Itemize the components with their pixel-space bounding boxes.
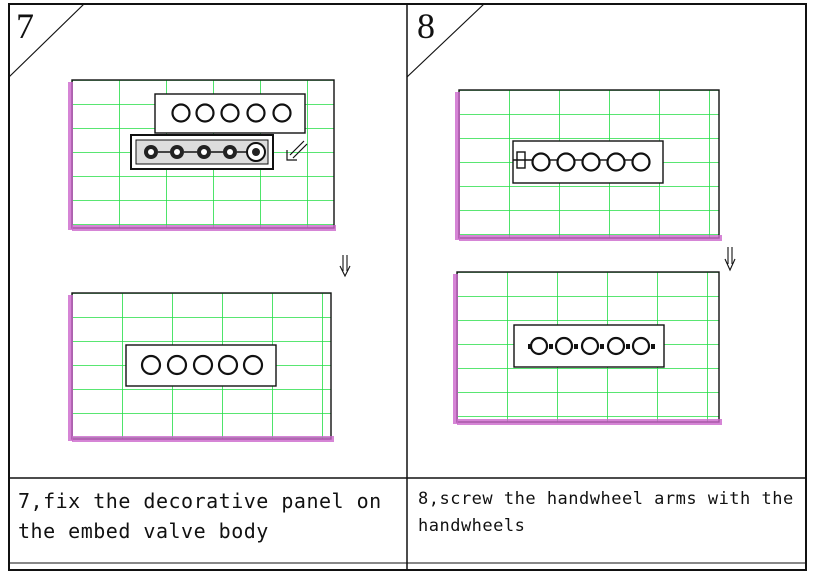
down-arrow-icon (339, 255, 351, 278)
step8-panel-with-arms (512, 140, 664, 184)
step8-finished-panel (513, 324, 665, 368)
step8-number: 8 (417, 6, 435, 46)
step7-decorative-panel (154, 93, 306, 134)
step8-corner (406, 3, 485, 78)
step8-caption-line1: 8,screw the handwheel arms with the (418, 489, 794, 509)
step7-installed-panel (125, 344, 277, 387)
step7-caption-line2: the embed valve body (18, 519, 269, 543)
down-arrow-icon (724, 247, 736, 272)
step7-corner (8, 3, 85, 78)
step7-caption: 7,fix the decorative panel on the embed … (18, 486, 403, 546)
step7-valve-body (130, 134, 274, 170)
step7-number: 7 (16, 6, 34, 46)
step8-caption: 8,screw the handwheel arms with the hand… (418, 486, 803, 540)
diagonal-arrow-icon (286, 140, 308, 161)
step8-caption-line2: handwheels (418, 516, 526, 536)
step7-caption-line1: 7,fix the decorative panel on (18, 489, 382, 513)
step8-wall-bottom (453, 271, 722, 425)
